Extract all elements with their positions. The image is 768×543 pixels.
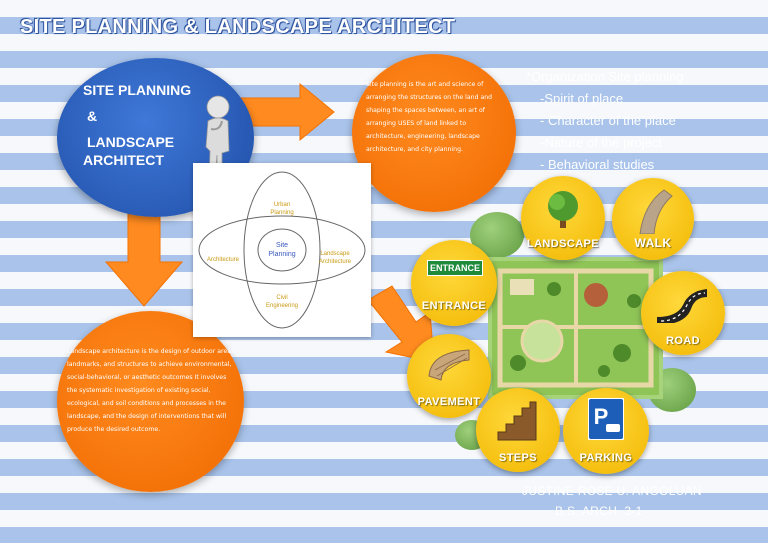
venn-top-line-1: Urban <box>274 202 290 208</box>
organization-item: -Spirit of place <box>540 91 624 106</box>
page-title: SITE PLANNING & LANDSCAPE ARCHITECT <box>20 16 456 38</box>
organization-item: -Nature of the project <box>540 135 663 150</box>
steps-label: STEPS <box>498 452 538 464</box>
organization-heading: *Organization Site planning <box>526 69 684 84</box>
venn-diagram: Site Planning Urban Planning Architectur… <box>198 171 366 329</box>
author-name: JUSTINE ROSE U. ANGOLUAN <box>522 484 702 498</box>
landscape-label: LANDSCAPE <box>526 238 600 250</box>
svg-text:P: P <box>594 404 609 429</box>
organization-item: - Character of the place <box>540 113 676 128</box>
pavement-icon <box>428 349 470 381</box>
venn-right-line-1: Landscape <box>320 251 350 257</box>
parking-icon: P <box>588 398 624 440</box>
venn-top-line-2: Planning <box>270 210 293 216</box>
walkway-icon <box>639 189 673 234</box>
road-label: ROAD <box>666 335 700 347</box>
main-topic-line-3: LANDSCAPE <box>87 134 175 150</box>
venn-center-line-1: Site <box>276 242 288 249</box>
tree-icon <box>548 191 578 228</box>
landscape-badge: LANDSCAPE <box>521 176 605 260</box>
venn-left-label: Architecture <box>207 257 240 263</box>
venn-diagram-card: Site Planning Urban Planning Architectur… <box>193 163 371 337</box>
steps-badge: STEPS <box>476 388 560 472</box>
walk-badge: WALK <box>612 178 694 260</box>
author-course: B.S. ARCH. 3-1 <box>555 504 643 518</box>
site-plan-map <box>488 257 663 399</box>
steps-icon <box>497 401 537 441</box>
main-topic-line-2: & <box>87 108 98 124</box>
main-topic-line-1: SITE PLANNING <box>83 82 192 98</box>
site-plan-drawing <box>492 261 659 395</box>
organization-list: *Organization Site planning -Spirit of p… <box>526 66 684 176</box>
venn-right-line-2: Architecture <box>319 259 352 265</box>
venn-center-line-2: Planning <box>268 251 295 258</box>
arrow-down-icon <box>104 207 184 307</box>
road-icon <box>657 289 707 323</box>
pavement-badge: PAVEMENT <box>407 334 491 418</box>
organization-item: - Behavioral studies <box>540 157 655 172</box>
entrance-sign: ENTRANCE <box>427 260 483 276</box>
parking-label: PARKING <box>579 452 633 464</box>
pavement-label: PAVEMENT <box>417 396 481 408</box>
entrance-badge: ENTRANCE ENTRANCE <box>411 240 497 326</box>
landscape-definition-text: Landscape architecture is the design of … <box>67 348 237 433</box>
venn-bottom-line-2: Engineering <box>266 303 298 309</box>
venn-bottom-line-1: Civil <box>276 295 287 301</box>
main-topic-line-4: ARCHITECT <box>83 152 164 168</box>
road-badge: ROAD <box>641 271 725 355</box>
entrance-label: ENTRANCE <box>421 300 487 312</box>
parking-badge: P PARKING <box>563 388 649 474</box>
walk-label: WALK <box>634 236 672 250</box>
site-planning-definition-circle: Site planning is the art and science of … <box>352 54 516 212</box>
landscape-definition-circle: Landscape architecture is the design of … <box>57 311 244 492</box>
site-planning-definition-text: Site planning is the art and science of … <box>366 81 493 153</box>
